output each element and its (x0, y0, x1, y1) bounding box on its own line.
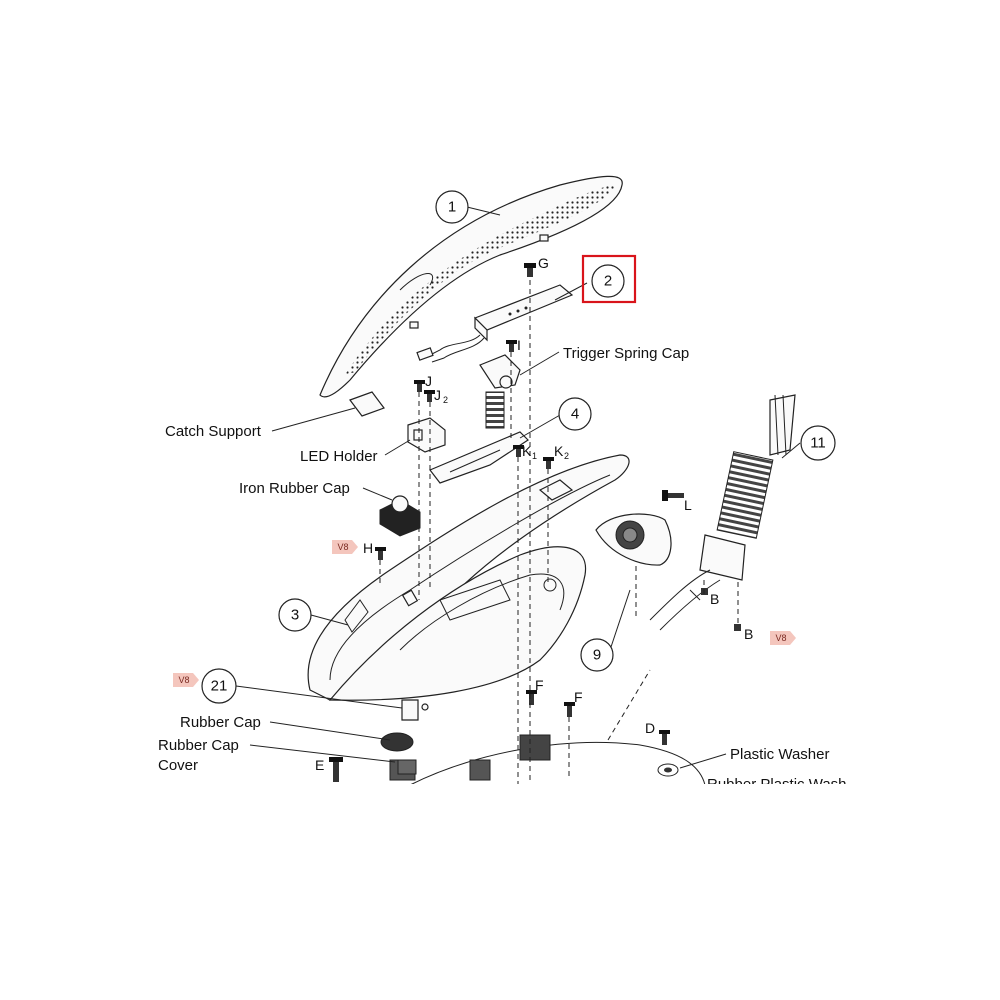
screw-k2 (543, 457, 554, 469)
svg-text:3: 3 (291, 607, 299, 624)
led-circuit-board-part (416, 284, 574, 363)
trigger-spring-cap-part (479, 354, 521, 389)
callout-3: 3 (278, 598, 312, 632)
screw-h (375, 547, 386, 560)
label-rubber-cap-cover-line2: Cover (158, 757, 198, 774)
assembly-dashed-lines (379, 280, 739, 785)
callout-9: 9 (580, 638, 614, 672)
label-rubber-cap-cover-line1: Rubber Cap (158, 737, 239, 754)
screw-label-b-bottom: B (744, 626, 753, 642)
trigger-spring-part (485, 391, 505, 429)
svg-text:J: J (434, 387, 441, 403)
handle-top-cover-part (319, 175, 623, 398)
screw-b-bottom (734, 624, 741, 631)
iron-rubber-cap-part (379, 495, 421, 537)
svg-text:4: 4 (571, 406, 579, 423)
svg-text:V8: V8 (775, 633, 786, 643)
screw-label-j2: J 2 (434, 387, 448, 405)
svg-text:21: 21 (211, 678, 228, 695)
svg-text:K: K (554, 443, 564, 459)
callout-4: 4 (558, 397, 592, 431)
callout-2: 2 (591, 264, 625, 298)
screw-l (662, 490, 684, 501)
leader-lines (235, 206, 801, 769)
version-tag-v8-bottom-left: V8 (173, 673, 199, 687)
trigger-part (429, 431, 529, 484)
screw-label-h: H (363, 540, 373, 556)
screw-g (524, 263, 536, 277)
callout-2-highlight-box (581, 254, 637, 304)
screw-d (659, 730, 670, 745)
version-tag-v8-right: V8 (770, 631, 796, 645)
svg-text:1: 1 (532, 451, 537, 461)
label-catch-support: Catch Support (165, 423, 262, 440)
screw-j2 (424, 390, 435, 402)
screw-label-k2: K 2 (554, 443, 569, 461)
screw-label-i: I (517, 337, 521, 353)
screw-label-j1: J (425, 373, 432, 389)
svg-text:V8: V8 (178, 675, 189, 685)
iron-body-shell-part (328, 546, 587, 701)
screw-label-g: G (538, 255, 549, 271)
screw-label-k1: K 1 (522, 443, 537, 461)
label-led-holder: LED Holder (300, 448, 378, 465)
callout-1: 1 (435, 190, 469, 224)
screw-label-e: E (315, 757, 324, 773)
base-partial-part (389, 734, 706, 786)
svg-text:V8: V8 (337, 542, 348, 552)
svg-text:11: 11 (810, 435, 826, 452)
label-plastic-washer: Plastic Washer (730, 746, 829, 763)
svg-text:2: 2 (604, 273, 612, 290)
screw-label-d: D (645, 720, 655, 736)
screw-label-f-right: F (574, 689, 583, 705)
catch-support-part (349, 391, 385, 417)
callout-11: 11 (800, 425, 836, 461)
screw-label-b-top: B (710, 591, 719, 607)
label-rubber-cap: Rubber Cap (180, 714, 261, 731)
version-tag-v8-left: V8 (332, 540, 358, 554)
rubber-cap-part (401, 699, 429, 721)
rubber-cap-cover-part (380, 732, 414, 752)
screw-i (506, 340, 517, 352)
callout-21: 21 (201, 668, 237, 704)
screw-label-f-left: F (535, 677, 544, 693)
svg-text:2: 2 (564, 451, 569, 461)
plastic-washer-part (657, 763, 679, 777)
svg-text:K: K (522, 443, 532, 459)
screw-e (329, 757, 343, 782)
svg-text:1: 1 (448, 199, 456, 216)
rubber-cap-cover-bracket-part (397, 759, 417, 775)
cover-plate-part (595, 513, 672, 566)
cord-strain-relief-part (649, 394, 796, 631)
screw-j1 (414, 380, 425, 392)
handle-housing-part (307, 454, 630, 701)
screw-k1 (513, 445, 524, 457)
label-trigger-spring-cap: Trigger Spring Cap (563, 345, 689, 362)
svg-text:9: 9 (593, 647, 601, 664)
screw-f-right (564, 702, 575, 717)
led-holder-part (407, 417, 446, 453)
label-iron-rubber-cap: Iron Rubber Cap (239, 480, 350, 497)
screw-f-left (526, 690, 537, 705)
crop-cutoff (0, 784, 1000, 1000)
svg-text:2: 2 (443, 395, 448, 405)
screw-label-l: L (684, 497, 692, 513)
